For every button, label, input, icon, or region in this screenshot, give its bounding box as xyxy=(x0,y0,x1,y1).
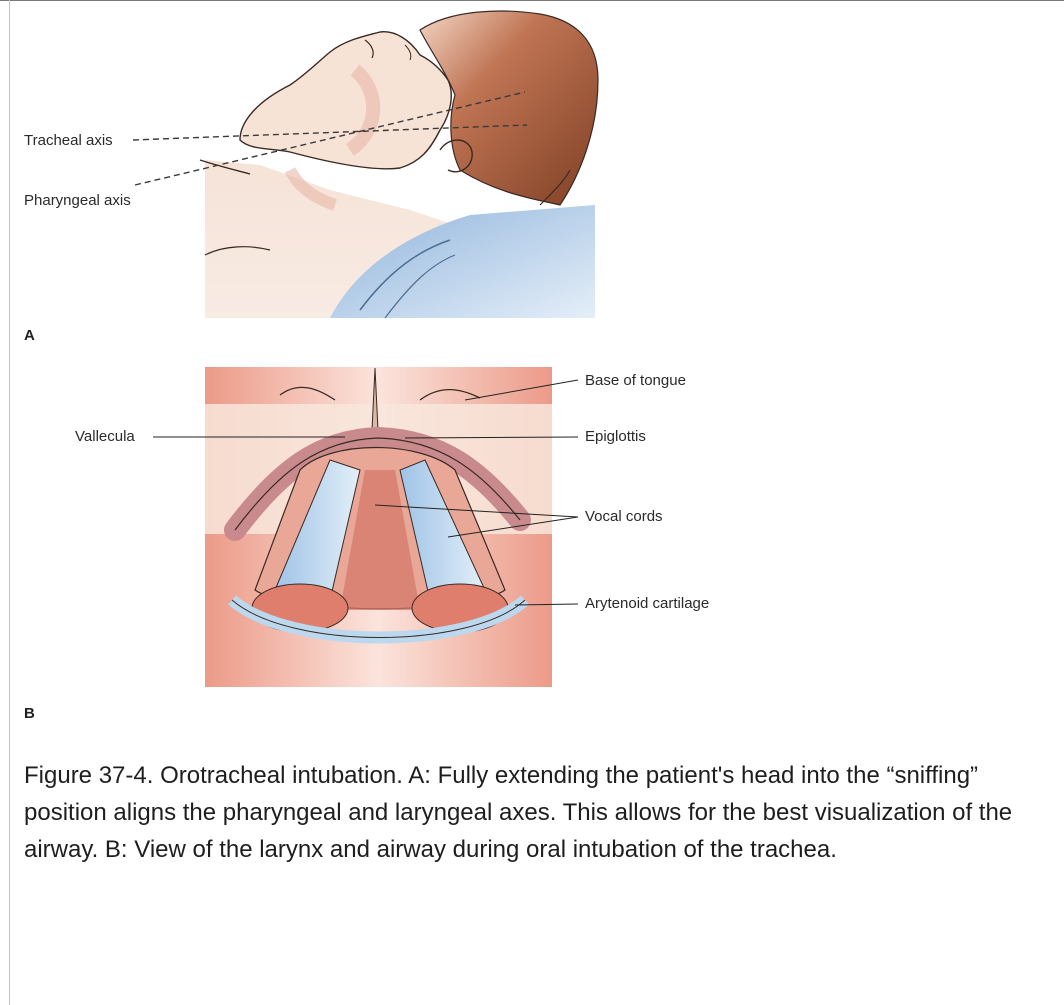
panel-a-letter: A xyxy=(24,327,35,344)
panel-b-drawing xyxy=(153,367,578,687)
tracheal-axis-label: Tracheal axis xyxy=(24,132,113,149)
vallecula-label: Vallecula xyxy=(75,428,135,445)
panel-a-drawing xyxy=(133,11,598,318)
arytenoid-cartilage-label: Arytenoid cartilage xyxy=(585,595,709,612)
panel-b-letter: B xyxy=(24,705,35,722)
figure-illustration xyxy=(0,0,1064,740)
vocal-cords-label: Vocal cords xyxy=(585,508,663,525)
epiglottis-label: Epiglottis xyxy=(585,428,646,445)
figure-caption: Figure 37-4. Orotracheal intubation. A: … xyxy=(24,757,1044,868)
pharyngeal-axis-label: Pharyngeal axis xyxy=(24,192,131,209)
figure: Tracheal axis Pharyngeal axis A Base of … xyxy=(0,0,1064,740)
base-of-tongue-label: Base of tongue xyxy=(585,372,686,389)
